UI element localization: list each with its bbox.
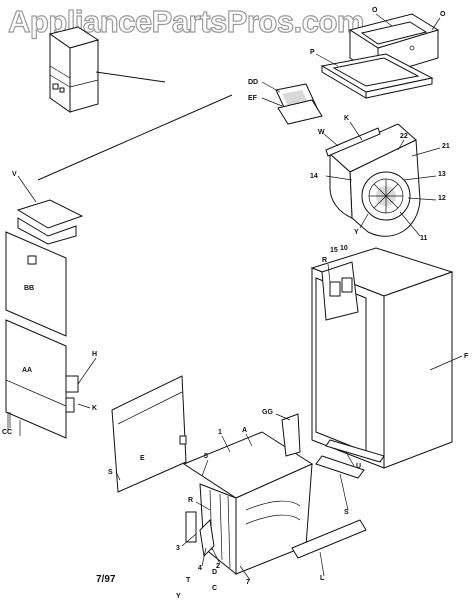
label-h: H <box>92 351 97 358</box>
label-11: 11 <box>420 235 428 242</box>
separator-line <box>37 94 233 181</box>
right-cabinet <box>310 247 454 469</box>
label-f: F <box>464 353 469 360</box>
label-3: 3 <box>176 545 180 552</box>
label-d: D <box>212 569 217 576</box>
filter-rack-p <box>320 53 434 99</box>
label-k-top: K <box>344 115 349 122</box>
label-5: 5 <box>204 453 208 460</box>
label-12: 12 <box>438 195 446 202</box>
filter-dd-ef <box>275 83 323 125</box>
label-4: 4 <box>198 565 202 572</box>
base-rail-s <box>315 455 365 479</box>
label-o1: O <box>372 7 378 14</box>
label-r-col: R <box>322 257 327 264</box>
leader-line <box>95 71 166 83</box>
coil-assembly <box>182 431 314 576</box>
base-rail-l <box>291 519 367 559</box>
label-w: W <box>318 129 325 136</box>
coil-access-panel <box>111 375 187 493</box>
label-y-mid: Y <box>354 229 359 236</box>
label-v: V <box>12 171 17 178</box>
label-21: 21 <box>442 143 450 150</box>
label-c: C <box>212 585 217 592</box>
label-2: 2 <box>216 563 220 570</box>
label-22: 22 <box>400 133 408 140</box>
label-t: T <box>186 577 191 584</box>
blower-housing <box>325 123 421 237</box>
label-aa: AA <box>22 367 32 374</box>
label-14: 14 <box>310 173 318 180</box>
label-10: 10 <box>340 245 348 252</box>
label-s-right: S <box>344 509 349 516</box>
label-ef: EF <box>248 95 258 102</box>
label-13: 13 <box>438 171 446 178</box>
label-15: 15 <box>330 247 338 254</box>
label-a: A <box>242 427 247 434</box>
label-y-bot: Y <box>176 593 181 600</box>
date-code: 7/97 <box>96 574 116 585</box>
label-1: 1 <box>218 429 222 436</box>
label-e: E <box>140 455 145 462</box>
label-dd-top: DD <box>248 79 258 86</box>
label-p: P <box>310 49 315 56</box>
label-o2: O <box>440 11 446 18</box>
label-s-left: S <box>108 469 113 476</box>
label-k-left: K <box>92 405 97 412</box>
label-7: 7 <box>246 579 250 586</box>
label-bb: BB <box>24 285 34 292</box>
part-gg <box>281 413 301 457</box>
label-gg: GG <box>262 409 273 416</box>
label-r-coil: R <box>188 497 193 504</box>
label-l: L <box>320 575 325 582</box>
label-u: U <box>356 463 361 470</box>
complete-unit-thumbnail <box>48 26 100 113</box>
label-cc: CC <box>2 429 12 436</box>
left-cabinet <box>5 199 84 439</box>
